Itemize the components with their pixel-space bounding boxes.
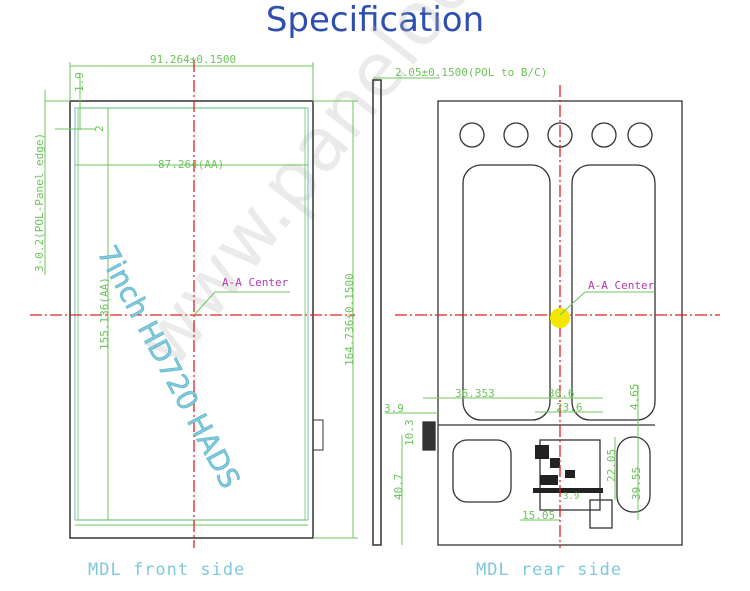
rear-dim-39-55: 39.55 [630,466,643,500]
side-gap-dim: 2 [93,125,106,132]
front-outline [69,100,324,539]
front-dimension-lines [44,62,358,539]
rear-components [533,445,603,493]
rear-dim-3-9-small: 3.9 [563,492,580,502]
rear-dim-23-6: 23.6 [556,401,583,414]
rear-center-label: A-A Center [588,279,655,292]
front-aa-height-dim: 155.136(AA) [98,277,111,350]
top-gap-dim: 1.9 [73,72,86,92]
rear-dim-15-05: 15.05 [522,509,556,522]
rear-caption: MDL rear side [476,560,623,580]
rear-dim-40-7: 40.7 [392,473,405,501]
rear-dim-36-353: 36.353 [455,387,495,400]
rear-dimension-lines [385,385,639,545]
thickness-dim: 2.05±0.1500(POL to B/C) [395,66,548,79]
center-marker [550,308,570,328]
side-profile [372,77,440,546]
rear-dim-22-05: 22.05 [605,448,618,482]
rear-dim-10-3: 10.3 [403,419,416,447]
front-width-dim: 91.264±0.1500 [150,53,237,66]
rear-dim-4-65: 4.65 [628,383,641,411]
front-caption: MDL front side [88,560,246,580]
rear-dim-3-9: 3.9 [384,402,404,415]
panel-edge-dim: 3-0.2(POL-Panel edge) [33,132,46,272]
front-aa-width-dim: 87.264(AA) [158,158,225,171]
front-center-label: A-A Center [222,276,289,289]
page-title: Specification [265,0,485,40]
rear-dim-30-6: 30.6 [548,387,575,400]
front-height-dim: 164.736±0.1500 [343,273,356,366]
